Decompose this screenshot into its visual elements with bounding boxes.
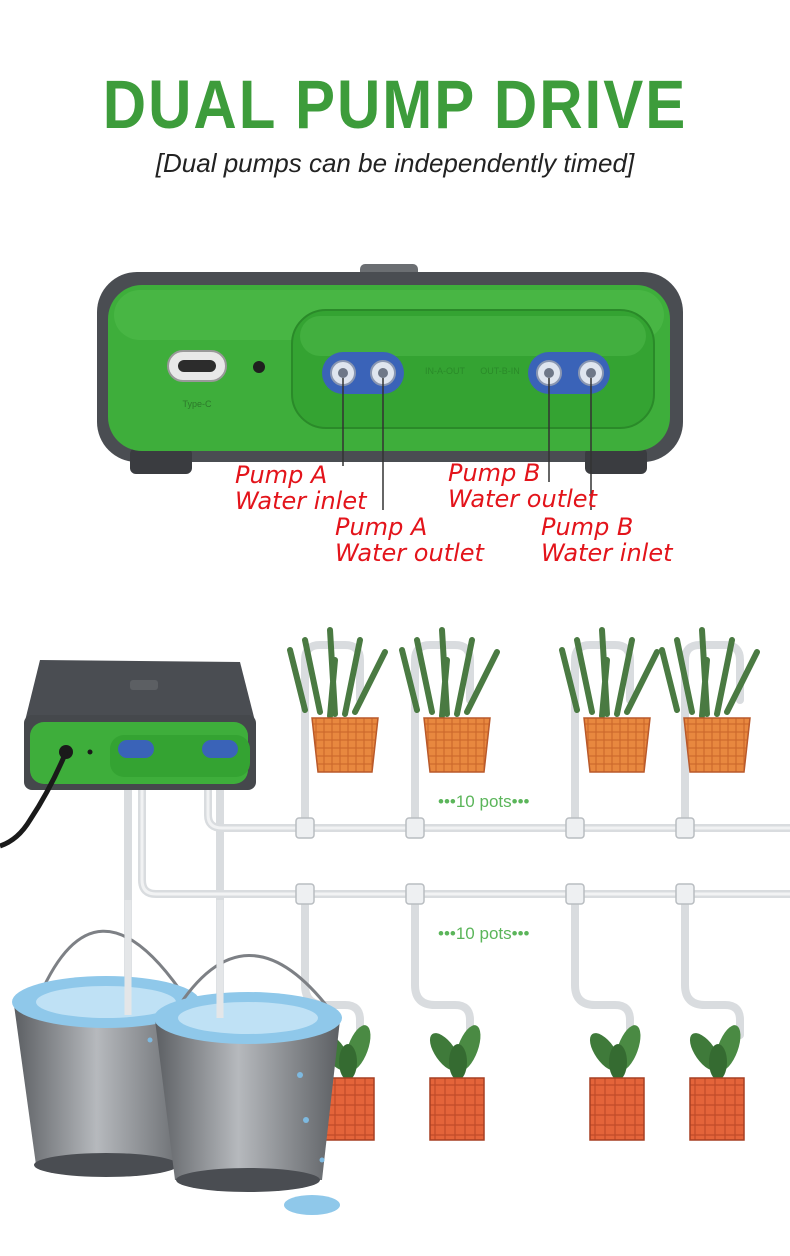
water-drops [147,1037,325,1163]
succulent-pot [589,1025,645,1141]
top-row-plants [287,627,760,773]
indicator-light [253,361,265,373]
succulent-pot [429,1025,485,1141]
callout-pump-b-inlet: Pump B Water inlet [541,513,673,567]
water-bucket-right [154,954,342,1192]
power-cable [0,751,69,849]
water-puddle [284,1195,340,1215]
callout-pump-a-outlet: Pump A Water outlet [335,513,484,567]
device-foot-left [130,448,192,474]
bottom-row-plants [319,1025,745,1141]
callout-pump-b-outlet: Pump B Water outlet [448,459,597,513]
port-a-label: IN-A-OUT [425,366,465,376]
small-pump-a-ports [118,740,154,758]
device-front-illustration: Type-C IN-A-OUT OUT-B-IN [97,264,683,510]
bottom-row-pots-label: •••10 pots••• [438,924,530,943]
tee-connectors [295,817,695,905]
device-foot-right [585,448,647,474]
top-row-pots-label: •••10 pots••• [438,792,530,811]
aloe-pot [287,627,388,773]
small-pump-b-ports [202,740,238,758]
succulent-pot [689,1025,745,1141]
subtitle-text: Dual pumps can be independently timed [163,148,627,178]
water-bucket-left [12,929,200,1177]
callout-pump-a-inlet: Pump A Water inlet [235,461,367,515]
page-subtitle: [Dual pumps can be independently timed] [0,148,790,179]
port-b-label: OUT-B-IN [480,366,520,376]
type-c-label: Type-C [182,399,212,409]
aloe-pot [399,627,500,773]
pump-device-small [24,660,256,790]
page-title: DUAL PUMP DRIVE [102,65,688,144]
subtitle-bracket-open: [ [155,148,164,178]
aloe-pot [559,627,660,773]
subtitle-bracket-close: ] [626,148,635,178]
aloe-pot [659,627,760,773]
